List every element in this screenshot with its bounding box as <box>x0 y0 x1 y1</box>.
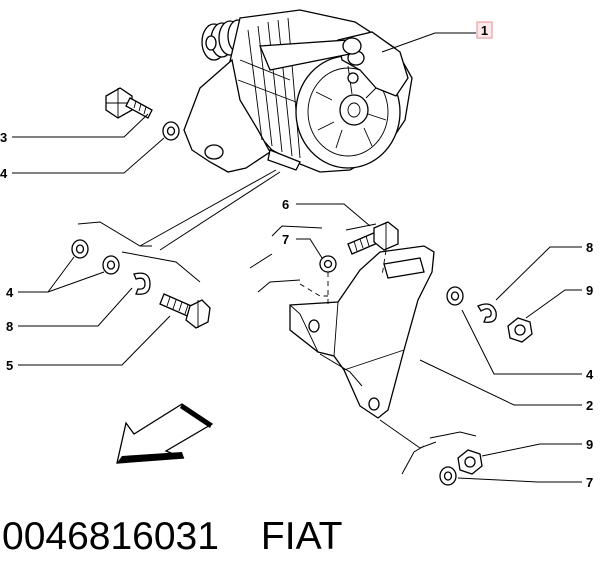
callout-9-bottom: 9 <box>586 437 593 452</box>
callout-7-bottom: 7 <box>586 475 593 490</box>
callout-6: 6 <box>282 197 289 212</box>
bolt-5 <box>159 293 211 329</box>
lock-washer-8-right <box>477 303 497 323</box>
washer-4-right <box>446 286 464 306</box>
lock-washer-8-left <box>133 272 151 295</box>
bracket <box>289 245 435 419</box>
callout-4-right: 4 <box>586 367 594 382</box>
direction-arrow-icon <box>116 403 214 464</box>
part-caption: 0046816031 FIAT <box>2 512 343 562</box>
washer-4-left-b <box>102 255 120 275</box>
brand-name: FIAT <box>260 515 343 558</box>
guide-lines <box>139 169 281 251</box>
callout-8-right: 8 <box>586 240 593 255</box>
part-number: 0046816031 <box>2 515 219 558</box>
washer-4-left-a <box>71 239 89 259</box>
callout-1: 1 <box>476 21 493 39</box>
leader-lines <box>12 32 582 483</box>
callout-3: 3 <box>0 130 7 145</box>
alternator <box>183 9 413 173</box>
bolt-6 <box>347 221 399 255</box>
assembly-lines <box>299 249 387 304</box>
callout-9-right: 9 <box>586 283 593 298</box>
callout-7-top: 7 <box>282 232 289 247</box>
callout-2: 2 <box>586 398 593 413</box>
bolt-3 <box>105 87 153 119</box>
washer-7-top <box>319 255 337 273</box>
engine-outline <box>77 221 477 475</box>
callout-4-top: 4 <box>0 166 8 181</box>
nut-9-right <box>507 317 533 343</box>
washer-4-top <box>162 121 180 141</box>
washer-7-bottom <box>439 466 457 486</box>
callout-4-left: 4 <box>6 285 14 300</box>
callout-5: 5 <box>6 358 13 373</box>
nut-9-bottom <box>457 449 483 475</box>
callout-8-left: 8 <box>6 319 13 334</box>
callout-1-label: 1 <box>481 23 488 38</box>
